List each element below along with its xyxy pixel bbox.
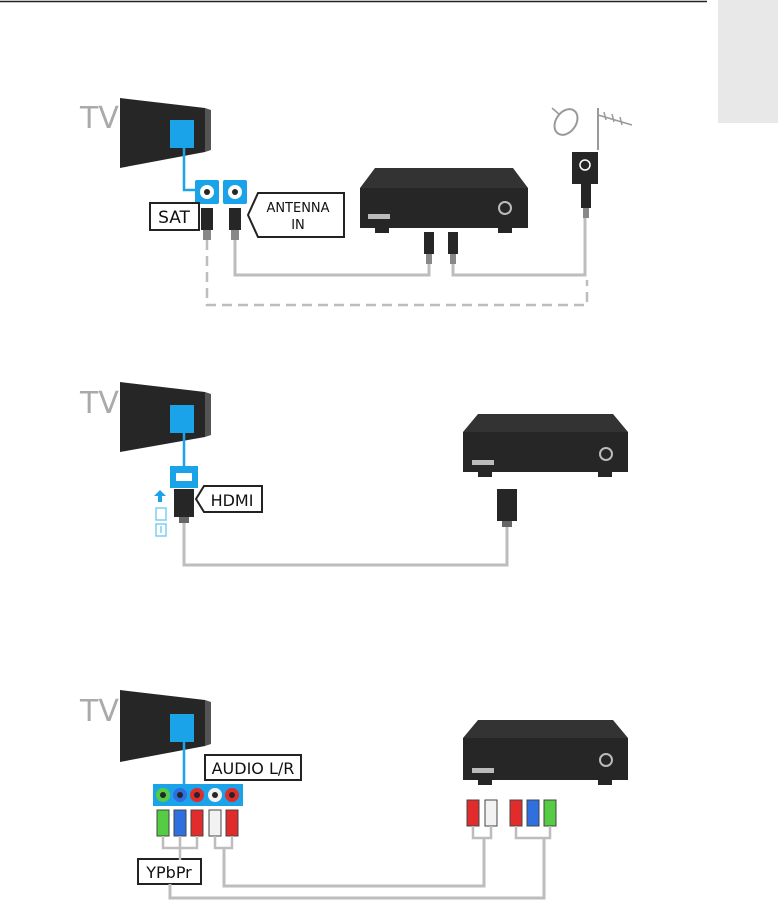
tv-icon bbox=[120, 382, 211, 452]
ypbpr-label: YPbPr bbox=[138, 859, 201, 884]
satellite-antenna-icon bbox=[550, 105, 632, 218]
set-top-box bbox=[463, 720, 628, 785]
tv-label: TV bbox=[79, 386, 119, 421]
audio-lr-label: AUDIO L/R bbox=[205, 755, 301, 780]
svg-text:AUDIO L/R: AUDIO L/R bbox=[212, 759, 295, 778]
section-hdmi: TV HDMI bbox=[79, 382, 628, 565]
antenna-in-label: ANTENNA IN bbox=[248, 193, 344, 237]
svg-text:HDMI: HDMI bbox=[211, 491, 254, 510]
set-top-box bbox=[463, 414, 628, 527]
media-icons bbox=[154, 490, 166, 536]
set-top-box bbox=[360, 168, 528, 264]
coax-socket-sat bbox=[195, 180, 219, 204]
section-antenna-satellite: TV SAT bbox=[79, 98, 632, 305]
hdmi-plug bbox=[174, 489, 194, 523]
tv-icon bbox=[120, 98, 211, 168]
tv-label: TV bbox=[79, 694, 119, 729]
hdmi-label: HDMI bbox=[196, 486, 262, 512]
tv-icon bbox=[120, 690, 211, 762]
coax-socket-antenna bbox=[223, 180, 247, 204]
svg-text:IN: IN bbox=[291, 218, 305, 233]
coax-plug bbox=[201, 208, 241, 240]
page-side-tab bbox=[718, 0, 778, 123]
hdmi-socket bbox=[170, 466, 198, 488]
svg-text:SAT: SAT bbox=[158, 208, 190, 228]
section-component: TV AUDIO L/R YPbPr bbox=[79, 690, 628, 898]
svg-text:ANTENNA: ANTENNA bbox=[266, 201, 329, 216]
svg-text:YPbPr: YPbPr bbox=[145, 863, 192, 882]
sat-label: SAT bbox=[150, 203, 199, 230]
component-plugs-box bbox=[467, 800, 556, 826]
component-plugs-tv bbox=[157, 810, 238, 836]
tv-label: TV bbox=[79, 101, 119, 136]
